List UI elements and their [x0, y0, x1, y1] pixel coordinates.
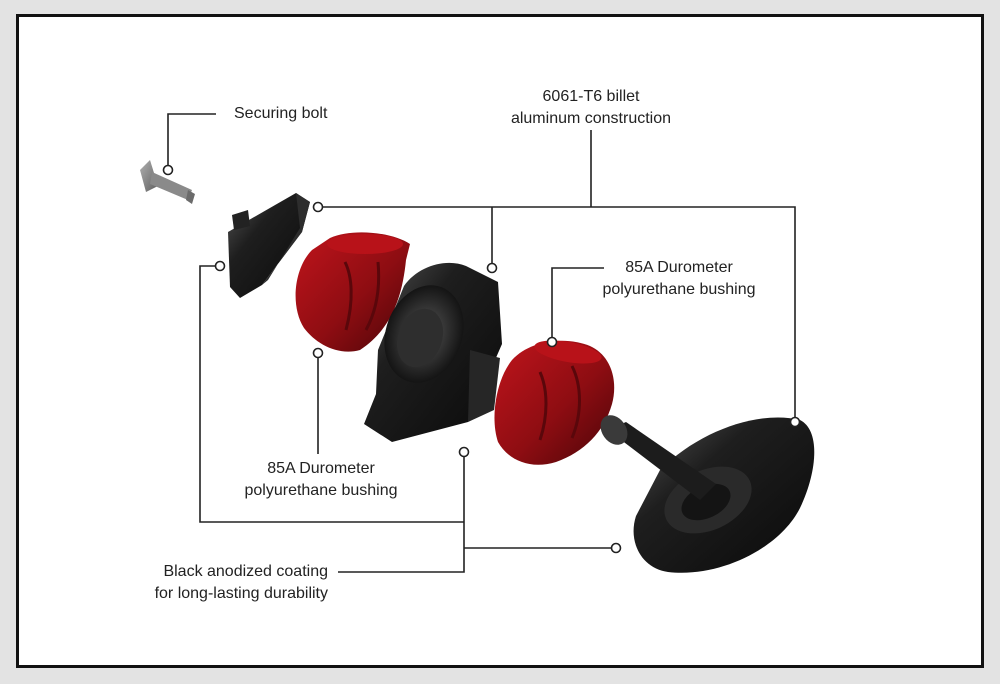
dot-bushing-right: [546, 336, 558, 348]
label-aluminum-construction: 6061-T6 billet aluminum construction: [510, 88, 672, 127]
dot-bolt: [162, 164, 174, 176]
dot-washer: [312, 201, 324, 213]
washer-icon: [228, 193, 310, 298]
bushing-icon: [494, 340, 615, 465]
label-anodized-coating: Black anodized coating for long-lasting …: [154, 563, 328, 602]
dot-washer-left: [214, 260, 226, 272]
dot-bushing-left: [312, 347, 324, 359]
leader-dots: [162, 164, 801, 554]
baseplate-icon: [600, 415, 815, 573]
label-bushing-left: 85A Durometer polyurethane bushing: [244, 460, 398, 499]
dot-cup-bottom: [458, 446, 470, 458]
dot-baseplate-bottom: [610, 542, 622, 554]
label-securing-bolt: Securing bolt: [234, 105, 328, 122]
dot-baseplate-top: [789, 416, 801, 428]
bushing-icon: [295, 232, 410, 352]
bolt-icon: [140, 160, 195, 204]
label-bushing-right: 85A Durometer polyurethane bushing: [602, 259, 756, 298]
dot-cup: [486, 262, 498, 274]
leader-lines: [167, 113, 796, 573]
cup-icon: [364, 262, 502, 442]
